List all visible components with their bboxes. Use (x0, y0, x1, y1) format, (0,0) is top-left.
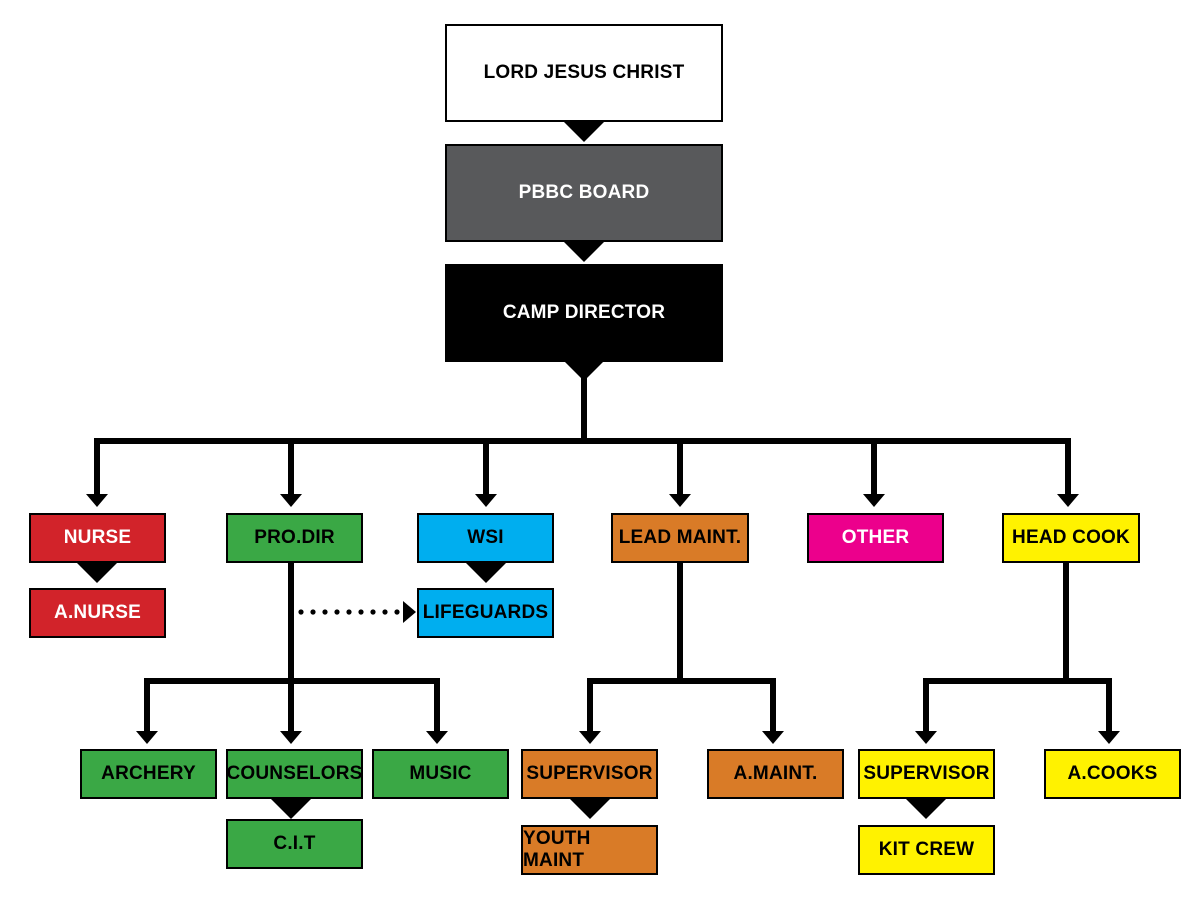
youth-maint-box: YOUTH MAINT (521, 825, 658, 875)
cit-label: C.I.T (273, 833, 316, 854)
nurse-label: NURSE (63, 527, 132, 548)
pbbc-board-label: PBBC BOARD (518, 182, 650, 203)
kitchen-supervisor-box: SUPERVISOR (858, 749, 995, 799)
camp-director-box: CAMP DIRECTOR (445, 264, 723, 362)
maint-supervisor-box: SUPERVISOR (521, 749, 658, 799)
a-maint-label: A.MAINT. (733, 763, 818, 784)
other-box: OTHER (807, 513, 944, 563)
nurse-box: NURSE (29, 513, 166, 563)
camp-director-label: CAMP DIRECTOR (502, 302, 666, 323)
music-box: MUSIC (372, 749, 509, 799)
lifeguards-box: LIFEGUARDS (417, 588, 554, 638)
a-nurse-label: A.NURSE (54, 602, 141, 623)
music-label: MUSIC (409, 763, 472, 784)
lead-maint-label: LEAD MAINT. (618, 527, 742, 548)
other-label: OTHER (841, 527, 910, 548)
pro-dir-label: PRO.DIR (254, 527, 335, 548)
pro-dir-box: PRO.DIR (226, 513, 363, 563)
counselors-box: COUNSELORS (226, 749, 363, 799)
counselors-label: COUNSELORS (226, 763, 363, 784)
lifeguards-label: LIFEGUARDS (422, 602, 549, 623)
kitchen-supervisor-label: SUPERVISOR (863, 763, 990, 784)
head-cook-box: HEAD COOK (1002, 513, 1140, 563)
lead-maint-box: LEAD MAINT. (611, 513, 749, 563)
kit-crew-label: KIT CREW (878, 839, 975, 860)
a-cooks-label: A.COOKS (1067, 763, 1158, 784)
maint-supervisor-label: SUPERVISOR (526, 763, 653, 784)
wsi-label: WSI (467, 527, 504, 548)
lord-jesus-christ-label: LORD JESUS CHRIST (483, 62, 685, 83)
youth-maint-label: YOUTH MAINT (523, 828, 591, 871)
kit-crew-box: KIT CREW (858, 825, 995, 875)
a-nurse-box: A.NURSE (29, 588, 166, 638)
archery-box: ARCHERY (80, 749, 217, 799)
a-cooks-box: A.COOKS (1044, 749, 1181, 799)
wsi-box: WSI (417, 513, 554, 563)
head-cook-label: HEAD COOK (1012, 527, 1130, 548)
pbbc-board-box: PBBC BOARD (445, 144, 723, 242)
archery-label: ARCHERY (101, 763, 196, 784)
a-maint-box: A.MAINT. (707, 749, 844, 799)
cit-box: C.I.T (226, 819, 363, 869)
lord-jesus-christ-box: LORD JESUS CHRIST (445, 24, 723, 122)
